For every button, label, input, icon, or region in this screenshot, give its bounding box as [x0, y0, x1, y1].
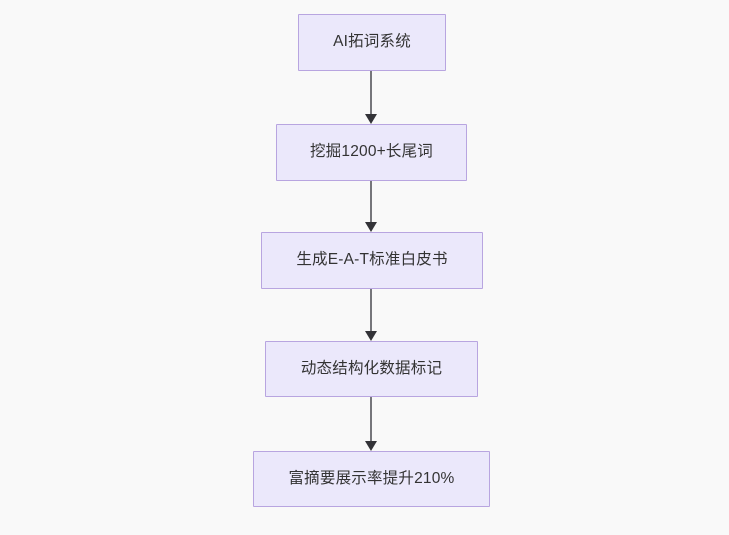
flow-edge-3-to-4: [361, 289, 381, 341]
arrow-head-down-icon: [365, 222, 377, 232]
flow-node-longtail-keywords[interactable]: 挖掘1200+长尾词: [276, 124, 467, 181]
edge-line: [370, 181, 372, 224]
flow-edge-4-to-5: [361, 397, 381, 451]
flow-node-structured-data-markup[interactable]: 动态结构化数据标记: [265, 341, 478, 397]
flow-node-label: 生成E-A-T标准白皮书: [296, 251, 448, 269]
flow-node-label: 动态结构化数据标记: [300, 359, 443, 377]
flow-node-label: AI拓词系统: [333, 33, 411, 51]
flow-node-ai-keyword-system[interactable]: AI拓词系统: [298, 14, 446, 71]
arrow-head-down-icon: [365, 441, 377, 451]
flow-node-label: 挖掘1200+长尾词: [309, 143, 434, 161]
flow-node-eat-whitepaper[interactable]: 生成E-A-T标准白皮书: [261, 232, 483, 289]
edge-line: [370, 289, 372, 333]
flow-edge-1-to-2: [361, 71, 381, 124]
arrow-head-down-icon: [365, 114, 377, 124]
flow-edge-2-to-3: [361, 181, 381, 232]
edge-line: [370, 71, 372, 116]
flow-node-label: 富摘要展示率提升210%: [288, 469, 455, 487]
edge-line: [370, 397, 372, 443]
flow-node-rich-snippet-result[interactable]: 富摘要展示率提升210%: [253, 451, 490, 507]
arrow-head-down-icon: [365, 331, 377, 341]
